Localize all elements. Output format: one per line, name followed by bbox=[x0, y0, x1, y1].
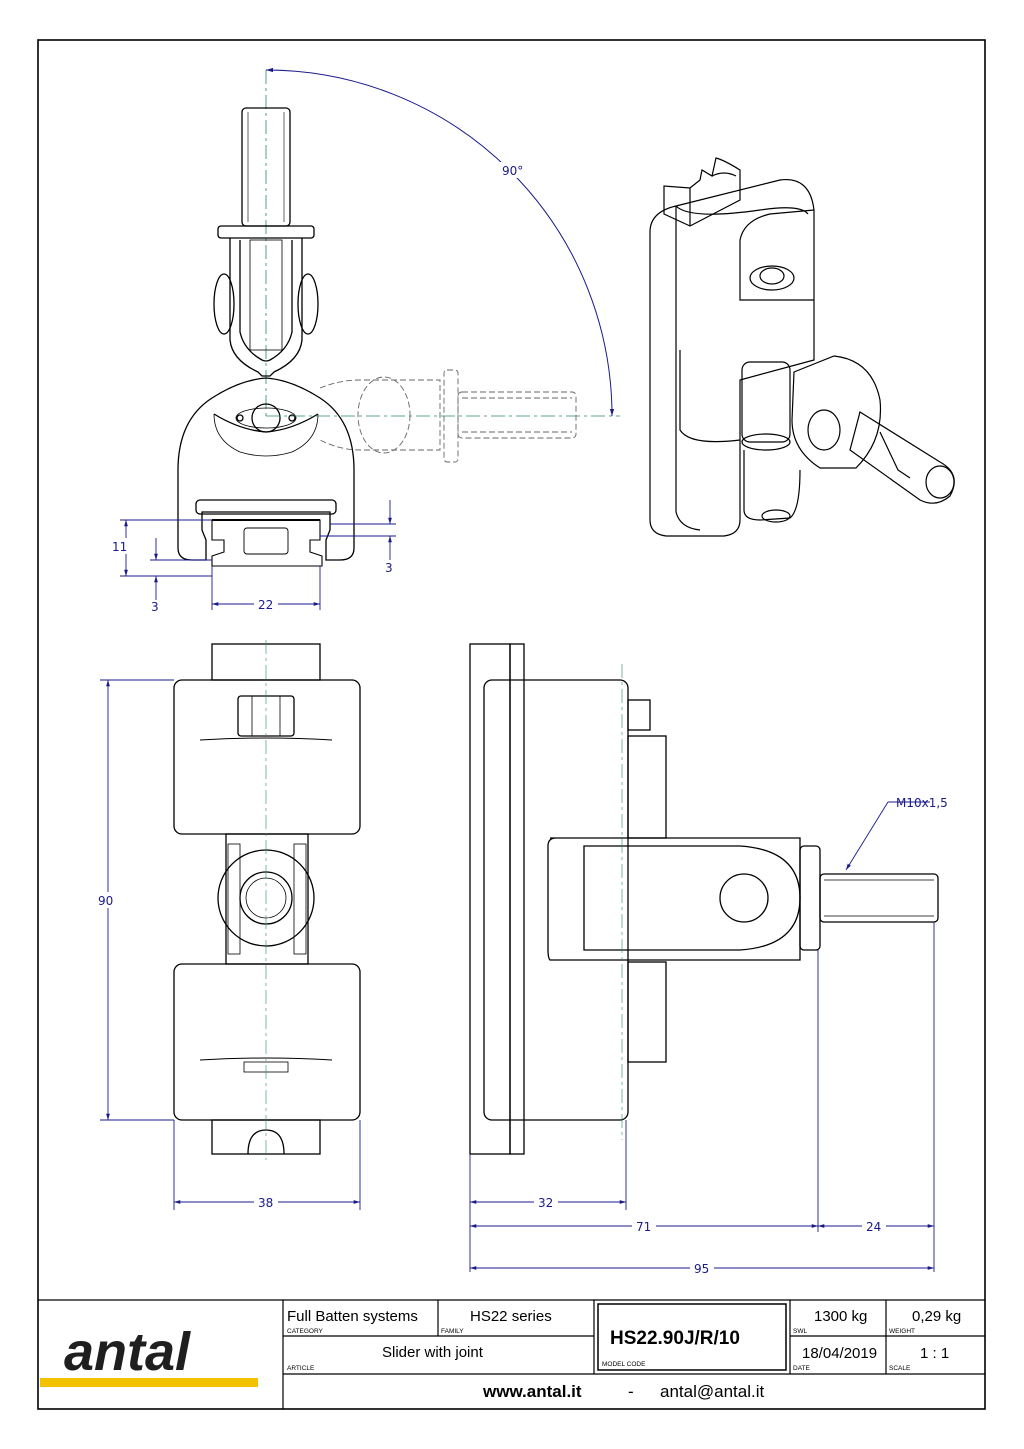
date-label: DATE bbox=[793, 1365, 811, 1372]
logo-bar bbox=[40, 1378, 258, 1387]
website-link[interactable]: www.antal.it bbox=[482, 1382, 582, 1401]
dim-38: 38 bbox=[258, 1196, 273, 1210]
dim-32: 32 bbox=[538, 1196, 553, 1210]
title-block bbox=[38, 1299, 985, 1409]
angle-dimension: 90° bbox=[265, 67, 615, 417]
family-label: FAMILY bbox=[441, 1328, 464, 1335]
dim-95: 95 bbox=[694, 1262, 709, 1276]
weight-value: 0,29 kg bbox=[912, 1308, 961, 1325]
date-value: 18/04/2019 bbox=[802, 1345, 877, 1362]
scale-label: SCALE bbox=[889, 1365, 911, 1372]
sheet-border bbox=[37, 39, 986, 1410]
dim-24: 24 bbox=[866, 1220, 881, 1234]
isometric-view bbox=[649, 157, 955, 537]
dim-11: 11 bbox=[112, 540, 127, 554]
side-view bbox=[469, 643, 939, 1155]
dim-3-left: 3 bbox=[151, 600, 159, 614]
dim-22: 22 bbox=[258, 598, 273, 612]
swl-label: SWL bbox=[793, 1328, 807, 1335]
article-label: ARTICLE bbox=[287, 1365, 315, 1372]
scale-value: 1 : 1 bbox=[920, 1345, 949, 1362]
category-value: Full Batten systems bbox=[287, 1308, 418, 1325]
front-view-top bbox=[177, 70, 355, 567]
model-code-label: MODEL CODE bbox=[602, 1361, 646, 1368]
dim-3-right: 3 bbox=[385, 561, 393, 575]
dim-71: 71 bbox=[636, 1220, 651, 1234]
email-link[interactable]: antal@antal.it bbox=[660, 1382, 764, 1401]
antal-logo: antal bbox=[64, 1322, 191, 1382]
model-code: HS22.90J/R/10 bbox=[610, 1328, 740, 1349]
thread-leader bbox=[845, 801, 930, 871]
category-label: CATEGORY bbox=[287, 1328, 324, 1335]
article-value: Slider with joint bbox=[382, 1344, 484, 1361]
swl-value: 1300 kg bbox=[814, 1308, 867, 1325]
thread-label: M10x1,5 bbox=[896, 796, 948, 810]
rail-dimensions bbox=[120, 500, 396, 610]
family-value: HS22 series bbox=[470, 1308, 552, 1325]
weight-label: WEIGHT bbox=[889, 1328, 915, 1335]
dim-90: 90 bbox=[98, 894, 113, 908]
footer-separator: - bbox=[628, 1382, 634, 1401]
angle-label: 90° bbox=[502, 164, 523, 178]
front-view-bottom bbox=[173, 643, 361, 1155]
